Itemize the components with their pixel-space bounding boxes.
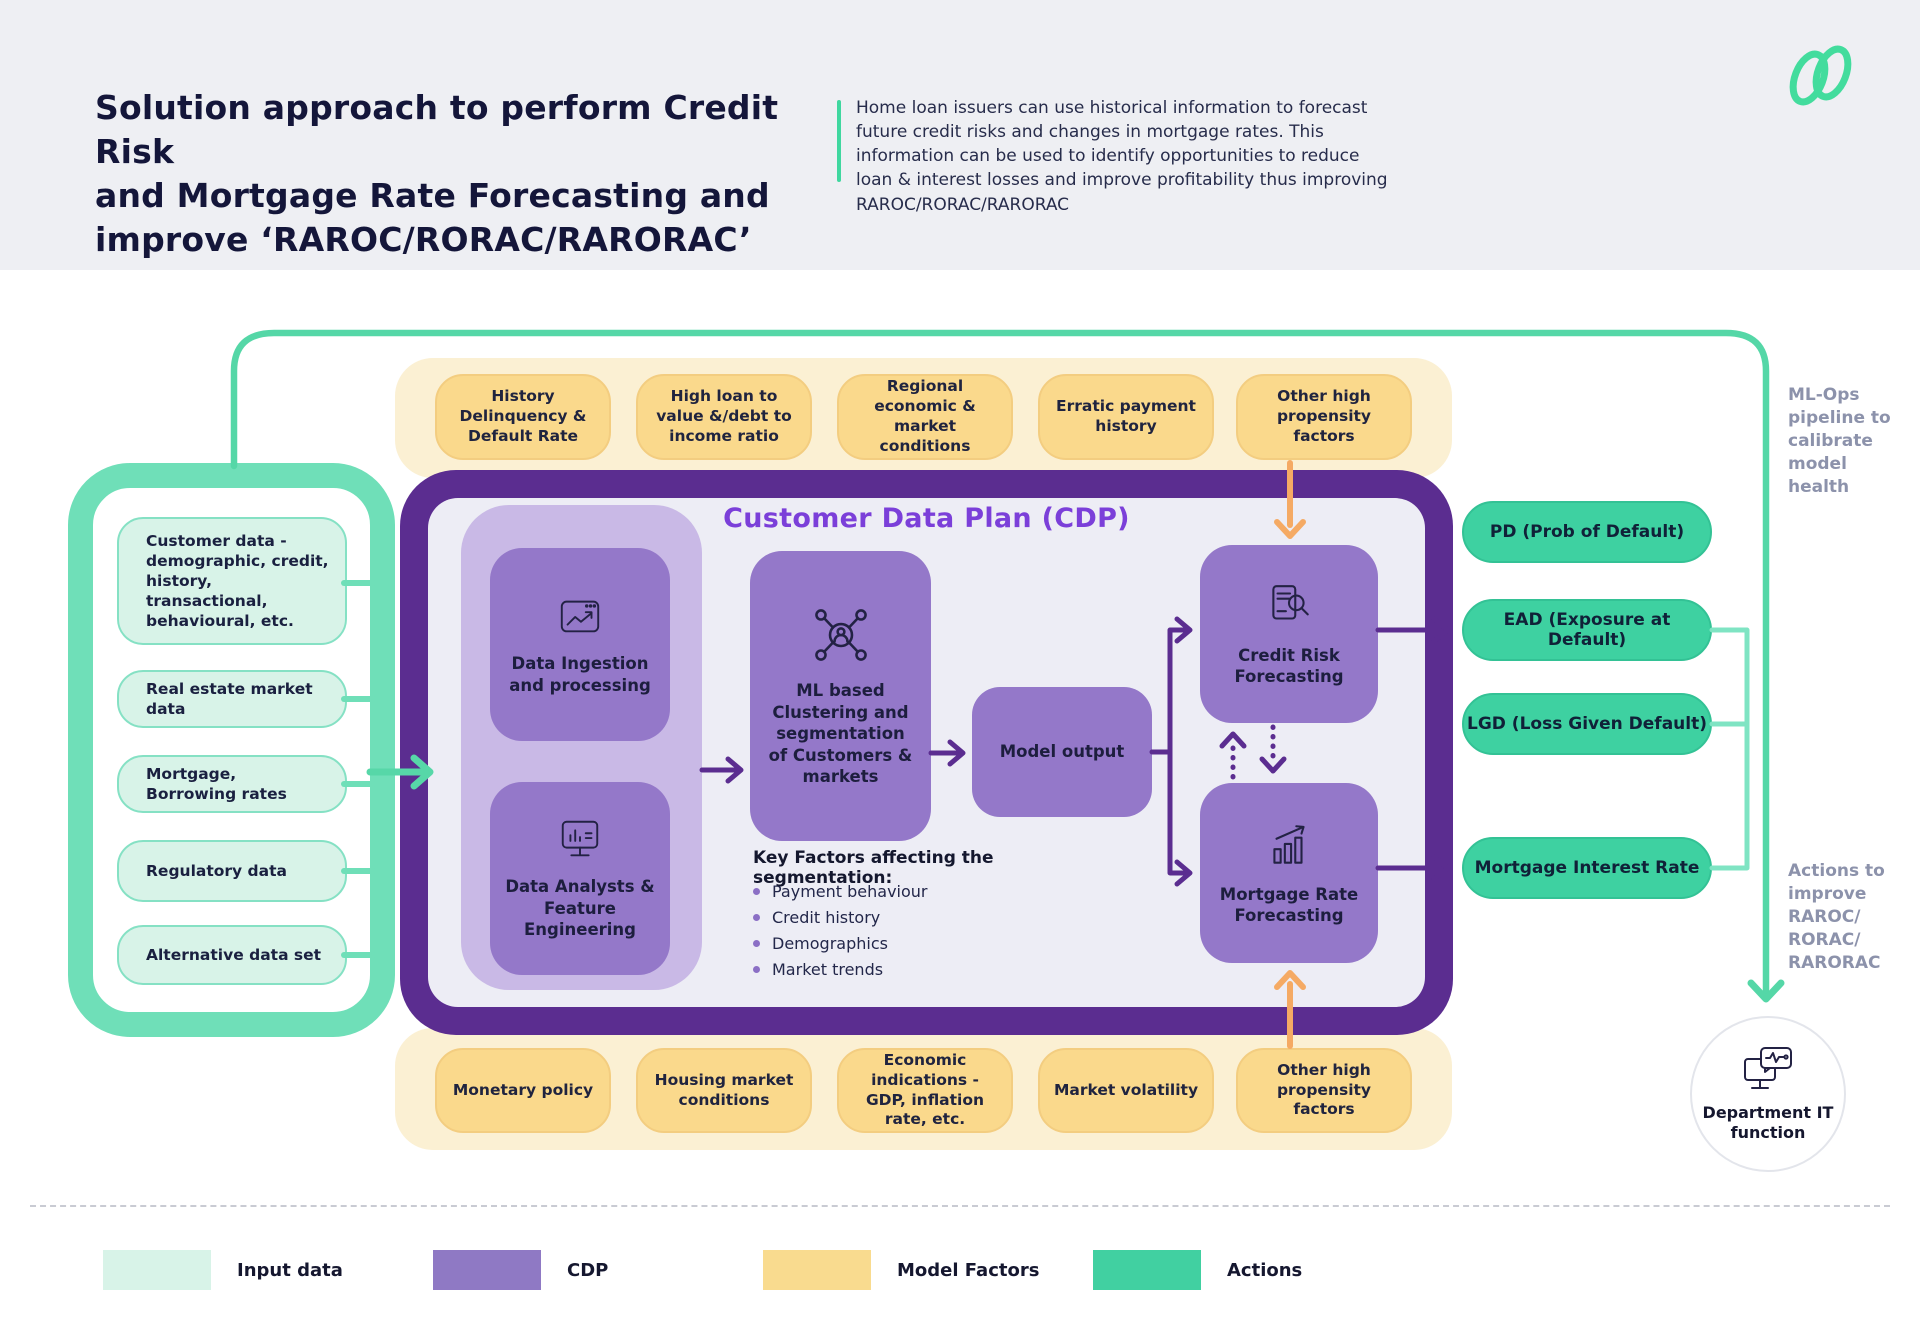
model-output-label: Model output [999, 742, 1125, 762]
description-accent-bar [837, 100, 841, 182]
legend-item-model-factors: Model Factors [763, 1250, 1039, 1290]
key-factor-item: Payment behaviour [753, 882, 1053, 901]
legend-swatch-actions [1093, 1250, 1201, 1290]
mortgage-rate-icon [1273, 824, 1305, 864]
key-factor-label: Credit history [772, 908, 881, 927]
legend-swatch-cdp [433, 1250, 541, 1290]
legend-label: Actions [1227, 1259, 1303, 1281]
divider [30, 1205, 1890, 1207]
key-factor-label: Payment behaviour [772, 882, 928, 901]
input-chip-mortgage-rates: Mortgage, Borrowing rates [117, 755, 347, 813]
legend-item-cdp: CDP [433, 1250, 608, 1290]
data-analysts-label: Data Analysts & Feature Engineering [505, 877, 655, 940]
ml-clustering-box: ML based Clustering and segmentation of … [750, 551, 931, 841]
factor-chip-high-loan-to-value: High loan to value &/debt to income rati… [636, 374, 812, 460]
factor-chip-monetary-policy: Monetary policy [435, 1048, 611, 1133]
page-title-line-1: Solution approach to perform Credit Risk [95, 88, 779, 171]
bullet-icon [753, 888, 760, 895]
key-factor-item: Market trends [753, 960, 1053, 979]
factor-chip-regional-economic: Regional economic & market conditions [837, 374, 1013, 460]
department-it-icon [1744, 1047, 1792, 1089]
factor-chip-other-propensity-top: Other high propensity factors [1236, 374, 1412, 460]
data-analysts-icon [561, 821, 599, 857]
legend-label: Input data [237, 1259, 343, 1281]
bullet-icon [753, 966, 760, 973]
data-ingestion-icon [560, 600, 600, 633]
output-pill-pd: PD (Prob of Default) [1462, 501, 1712, 563]
data-ingestion-box: Data Ingestion and processing [490, 548, 670, 741]
legend-swatch-input-data [103, 1250, 211, 1290]
output-pill-lgd: LGD (Loss Given Default) [1462, 693, 1712, 755]
input-chip-regulatory: Regulatory data [117, 840, 347, 902]
factor-chip-housing-market: Housing market conditions [636, 1048, 812, 1133]
key-factor-item: Demographics [753, 934, 1053, 953]
legend-item-actions: Actions [1093, 1250, 1302, 1290]
mortgage-rate-label: Mortgage Rate Forecasting [1219, 884, 1359, 925]
factor-chip-economic-indications: Economic indications - GDP, inflation ra… [837, 1048, 1013, 1133]
department-it-label: Department IT function [1702, 1103, 1834, 1142]
mlops-note: ML-Ops pipeline to calibrate model healt… [1788, 385, 1891, 497]
key-factor-label: Market trends [772, 960, 884, 979]
legend-item-input-data: Input data [103, 1250, 343, 1290]
bullet-icon [753, 940, 760, 947]
actions-collector-line [1709, 627, 1750, 871]
factor-chip-other-propensity-bottom: Other high propensity factors [1236, 1048, 1412, 1133]
legend-label: CDP [567, 1259, 609, 1281]
header-band [0, 0, 1920, 270]
ml-clustering-label: ML based Clustering and segmentation of … [768, 681, 913, 787]
input-chip-real-estate: Real estate market data [117, 670, 347, 728]
legend-label: Model Factors [897, 1259, 1040, 1281]
page-title-line-2: and Mortgage Rate Forecasting and [95, 175, 770, 215]
page-title-line-3: improve ‘RAROC/RORAC/RARORAC’ [95, 219, 752, 259]
key-factor-label: Demographics [772, 934, 888, 953]
actions-note: Actions to improve RAROC/ RORAC/ RARORAC [1788, 861, 1885, 973]
model-output-box: Model output [972, 687, 1152, 817]
factor-chip-erratic-payment: Erratic payment history [1038, 374, 1214, 460]
ml-clustering-icon [814, 609, 867, 662]
bullet-icon [753, 914, 760, 921]
factor-chip-history-delinquency: History Delinquency & Default Rate [435, 374, 611, 460]
department-it-node: Department IT function [1690, 1016, 1846, 1172]
legend-swatch-model-factors [763, 1250, 871, 1290]
input-chip-alternative: Alternative data set [117, 925, 347, 985]
data-ingestion-label: Data Ingestion and processing [509, 654, 651, 695]
input-chip-customer-data: Customer data - demographic, credit, his… [117, 517, 347, 645]
mortgage-rate-forecasting-box: Mortgage Rate Forecasting [1200, 783, 1378, 963]
data-analysts-box: Data Analysts & Feature Engineering [490, 782, 670, 975]
credit-risk-icon [1272, 584, 1309, 620]
credit-risk-forecasting-box: Credit Risk Forecasting [1200, 545, 1378, 723]
credit-risk-label: Credit Risk Forecasting [1234, 645, 1344, 686]
output-pill-ead: EAD (Exposure at Default) [1462, 599, 1712, 661]
page-title: Solution approach to perform Credit Risk… [95, 86, 855, 262]
description-text: Home loan issuers can use historical inf… [856, 98, 1388, 215]
output-pill-mortgage-interest: Mortgage Interest Rate [1462, 837, 1712, 899]
brand-logo-icon [1789, 45, 1852, 106]
factor-chip-market-volatility: Market volatility [1038, 1048, 1214, 1133]
key-factor-item: Credit history [753, 908, 1053, 927]
